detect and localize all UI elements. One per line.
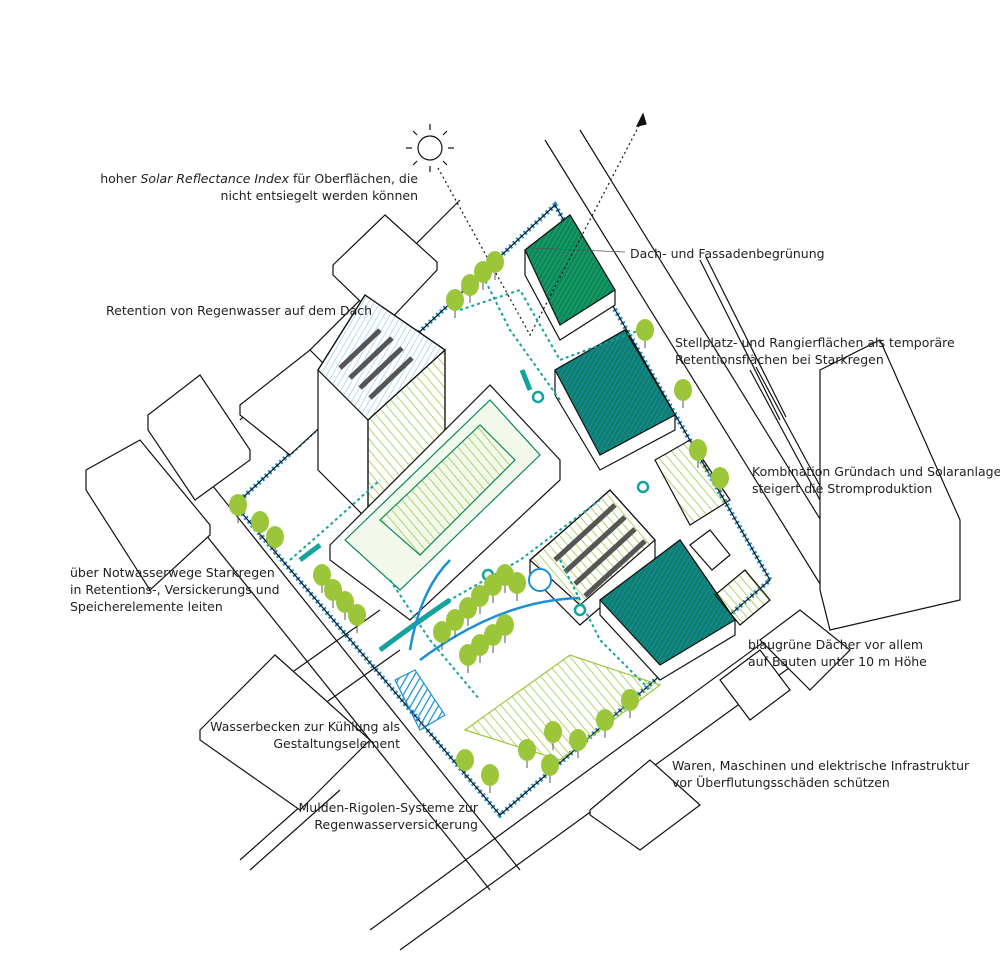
label-text: Kombination Gründach und Solaranlage	[752, 464, 1000, 479]
label-text: Waren, Maschinen und elektrische Infrast…	[672, 758, 970, 773]
water-tank-icon	[528, 568, 552, 592]
label-text: Wasserbecken zur Kühlung als	[210, 719, 400, 734]
tree-icon	[596, 709, 614, 731]
label-text: über Notwasserwege Starkregen	[70, 565, 275, 580]
label-parking-retention: Stellplatz- und Rangierflächen als tempo…	[675, 334, 955, 368]
tree-icon	[471, 585, 489, 607]
tree-icon	[496, 614, 514, 636]
tree-icon	[518, 739, 536, 761]
label-text: blaugrüne Dächer vor allem	[748, 637, 924, 652]
tree-icon	[471, 634, 489, 656]
sun-icon	[417, 135, 443, 161]
tree-icon	[251, 511, 269, 533]
label-text: in Retentions-, Versickerungs und	[70, 582, 280, 597]
label-flood-protection: Waren, Maschinen und elektrische Infrast…	[672, 757, 969, 791]
label-text: nicht entsiegelt werden können	[220, 188, 418, 203]
label-solar-combo: Kombination Gründach und Solaranlage stei…	[752, 463, 1000, 497]
label-text: für Oberflächen, die	[289, 171, 418, 186]
reflection-arrow	[437, 117, 644, 337]
shed	[654, 439, 731, 526]
emergency-waterway-arrow	[298, 543, 322, 562]
label-text: auf Bauten unter 10 m Höhe	[748, 654, 927, 669]
tree-icon	[324, 579, 342, 601]
label-text: Retentionsflächen bei Starkregen	[675, 352, 884, 367]
tree-icon	[461, 274, 479, 296]
tree-icon	[446, 289, 464, 311]
tree-icon	[348, 604, 366, 626]
tree-icon	[674, 379, 692, 401]
tree-icon	[336, 591, 354, 613]
neighbor-building	[332, 214, 438, 326]
tree-icon	[621, 689, 639, 711]
tree-icon	[569, 729, 587, 751]
tree-icon	[229, 494, 247, 516]
tree-icon	[544, 721, 562, 743]
tree-icon	[711, 467, 729, 489]
label-text: Speicherelemente leiten	[70, 599, 223, 614]
street-line	[199, 469, 521, 871]
runoff-arrow	[408, 559, 451, 651]
label-text: Stellplatz- und Rangierflächen als tempo…	[675, 335, 955, 350]
label-green-roof-facade: Dach- und Fassadenbegrünung	[630, 246, 825, 261]
tree-icon	[313, 564, 331, 586]
label-text: hoher	[100, 171, 141, 186]
tree-group	[229, 251, 729, 793]
tree-icon	[446, 609, 464, 631]
label-retention-roof: Retention von Regenwasser auf dem Dach	[106, 303, 373, 318]
tree-icon	[459, 597, 477, 619]
tree-icon	[456, 749, 474, 771]
water-pool	[394, 669, 446, 731]
tree-icon	[486, 251, 504, 273]
label-text: Mulden-Rigolen-Systeme zur	[298, 800, 478, 815]
label-bluegreen-roofs: blaugrüne Dächer vor allem auf Bauten unt…	[748, 636, 927, 670]
label-text-italic: Solar Reflectance Index	[140, 171, 290, 186]
label-text: Regenwasserversickerung	[314, 817, 478, 832]
label-text: steigert die Stromproduktion	[752, 481, 933, 496]
tree-icon	[689, 439, 707, 461]
tree-icon	[433, 621, 451, 643]
label-solar-reflectance: hoher Solar Reflectance Index für Oberfl…	[100, 170, 418, 204]
tree-icon	[508, 572, 526, 594]
tree-icon	[266, 526, 284, 548]
tree-icon	[636, 319, 654, 341]
tree-icon	[541, 754, 559, 776]
label-emergency-waterways: über Notwasserwege Starkregen in Retentio…	[70, 564, 280, 615]
label-text: Gestaltungselement	[273, 736, 400, 751]
label-text: vor Überflutungsschäden schützen	[672, 775, 890, 790]
tree-icon	[481, 764, 499, 786]
